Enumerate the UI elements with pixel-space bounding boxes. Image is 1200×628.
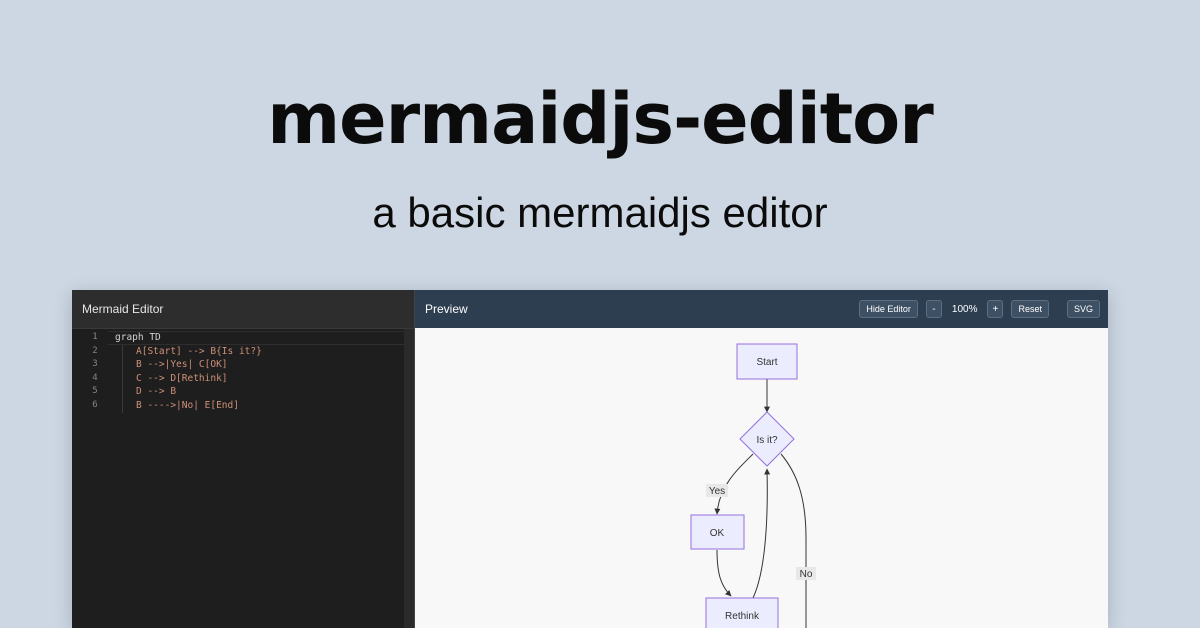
preview-header: Preview Hide Editor - 100% + Reset SVG	[415, 290, 1108, 328]
editor-scrollbar[interactable]	[404, 329, 414, 628]
zoom-level: 100%	[951, 303, 978, 315]
edge-label-yes: Yes	[709, 486, 725, 497]
node-start[interactable]	[736, 343, 798, 380]
reset-button[interactable]: Reset	[1011, 300, 1049, 318]
code-line[interactable]: B ---->|No| E[End]	[108, 398, 414, 413]
preview-canvas[interactable]: Yes No Start Is it? OK Rethink	[415, 328, 1108, 628]
hero-title: mermaidjs-editor	[267, 78, 934, 160]
code-line[interactable]: C --> D[Rethink]	[108, 371, 414, 386]
zoom-out-button[interactable]: -	[925, 300, 942, 318]
editor-title: Mermaid Editor	[82, 302, 164, 316]
node-start-label: Start	[756, 357, 777, 368]
line-number: 3	[92, 359, 98, 370]
code-line-text: D --> B	[136, 386, 177, 398]
hide-editor-button[interactable]: Hide Editor	[859, 300, 918, 318]
edge-label-no: No	[800, 569, 813, 580]
indent-guide	[122, 344, 123, 359]
flowchart-diagram: Yes No Start Is it? OK Rethink	[690, 343, 816, 628]
node-ok-label: OK	[710, 528, 725, 539]
svg-export-button[interactable]: SVG	[1066, 300, 1100, 318]
code-editor[interactable]: 1 2 3 4 5 6 graph TD A[Start] --> B{Is i…	[72, 329, 414, 628]
line-number: 1	[92, 332, 98, 342]
hero-subtitle: a basic mermaidjs editor	[372, 189, 828, 236]
preview-toolbar: Hide Editor - 100% + Reset SVG	[859, 300, 1100, 318]
node-rethink-label: Rethink	[725, 611, 760, 622]
edge-ok-rethink	[716, 549, 732, 597]
line-number: 2	[92, 345, 98, 356]
editor-header: Mermaid Editor	[72, 290, 414, 329]
edge-label-yes-bg	[706, 484, 728, 497]
code-line[interactable]: A[Start] --> B{Is it?}	[108, 344, 414, 359]
line-number: 5	[92, 386, 98, 397]
edge-rethink-decision	[752, 468, 771, 599]
node-decision[interactable]	[739, 411, 795, 467]
line-gutter: 1 2 3 4 5 6	[72, 329, 108, 628]
code-line[interactable]: B -->|Yes| C[OK]	[108, 358, 414, 372]
node-rethink[interactable]	[705, 597, 779, 628]
indent-guide	[122, 358, 123, 372]
preview-pane: Preview Hide Editor - 100% + Reset SVG	[415, 290, 1108, 628]
edge-decision-end	[780, 453, 807, 628]
indent-guide	[122, 385, 123, 399]
edge-decision-ok	[714, 453, 754, 515]
node-decision-label: Is it?	[756, 435, 778, 446]
node-ok[interactable]	[690, 514, 745, 550]
code-line-text: B -->|Yes| C[OK]	[136, 359, 228, 371]
code-line-text: B ---->|No| E[End]	[136, 399, 239, 411]
code-line-text: C --> D[Rethink]	[136, 372, 228, 384]
app-window: Mermaid Editor 1 2 3 4 5 6 graph TD A[St…	[72, 290, 1108, 628]
preview-title: Preview	[425, 302, 468, 316]
indent-guide	[122, 371, 123, 386]
editor-pane: Mermaid Editor 1 2 3 4 5 6 graph TD A[St…	[72, 290, 415, 628]
code-area[interactable]: graph TD A[Start] --> B{Is it?} B -->|Ye…	[108, 329, 414, 628]
line-number: 6	[92, 399, 98, 410]
indent-guide	[122, 398, 123, 413]
code-line[interactable]: D --> B	[108, 385, 414, 399]
line-number: 4	[92, 372, 98, 383]
code-line[interactable]: graph TD	[108, 331, 414, 345]
code-line-text: graph TD	[115, 332, 161, 343]
zoom-in-button[interactable]: +	[987, 300, 1004, 318]
code-line-text: A[Start] --> B{Is it?}	[136, 345, 262, 357]
edge-label-no-bg	[796, 567, 816, 580]
